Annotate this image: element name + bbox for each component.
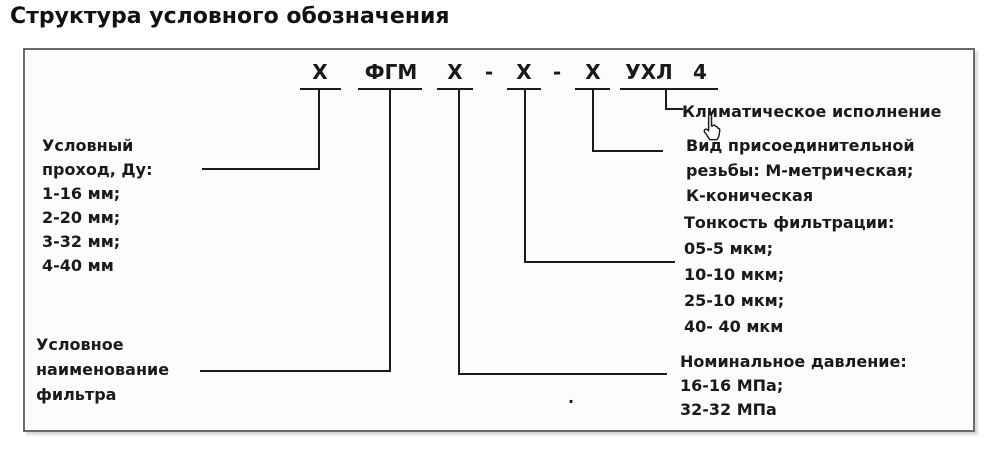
- label-line: 32-32 МПа: [680, 400, 777, 419]
- connector-h-pressure: [458, 373, 667, 375]
- label-line: 16-16 МПа;: [680, 376, 784, 395]
- label-line: наименование: [36, 360, 170, 379]
- label-line: Вид присоединительной: [686, 136, 915, 155]
- hand-pointer-cursor-icon: [700, 113, 723, 141]
- connector-h-filter: [200, 370, 391, 372]
- label-thread-type: Вид присоединительной резьбы: М-метричес…: [686, 133, 915, 208]
- connector-v-fineness: [524, 88, 526, 263]
- label-conditional-pass: Условный проход, Ду: 1-16 мм; 2-20 мм; 3…: [42, 134, 152, 278]
- connector-v-climate: [665, 88, 667, 110]
- label-line: проход, Ду:: [42, 160, 153, 179]
- formula-dash-1: -: [484, 60, 494, 84]
- label-line: 25-10 мкм;: [684, 291, 785, 310]
- formula-token-du: Х: [312, 60, 328, 84]
- formula-token-uhl: УХЛ: [625, 60, 673, 84]
- formula-token-thread: Х: [585, 60, 601, 84]
- label-filtration-fineness: Тонкость фильтрации: 05-5 мкм; 10-10 мкм…: [684, 210, 894, 340]
- label-line: 1-16 мм;: [42, 184, 121, 203]
- label-line: 40- 40 мкм: [684, 317, 784, 336]
- connector-v-thread: [592, 88, 594, 152]
- connector-v-du: [318, 88, 320, 170]
- label-line: фильтра: [36, 385, 117, 404]
- formula-token-fineness: Х: [516, 60, 532, 84]
- label-filter-name: Условное наименование фильтра: [36, 332, 169, 407]
- label-line: 4-40 мм: [42, 256, 114, 275]
- label-line: 3-32 мм;: [42, 232, 121, 251]
- designation-structure-diagram: [23, 48, 975, 432]
- connector-v-pressure: [458, 88, 460, 375]
- formula-dash-2: -: [552, 60, 562, 84]
- stray-dot: .: [568, 388, 575, 407]
- label-line: Номинальное давление:: [680, 352, 907, 371]
- label-line: Климатическое исполнение: [682, 102, 942, 121]
- label-line: резьбы: М-метрическая;: [686, 161, 914, 180]
- underline-uhl4: [620, 88, 718, 90]
- connector-h-du: [202, 168, 320, 170]
- label-line: К-коническая: [686, 186, 814, 205]
- label-climate-version: Климатическое исполнение: [682, 102, 941, 122]
- underline-du: [300, 88, 341, 90]
- label-nominal-pressure: Номинальное давление: 16-16 МПа; 32-32 М…: [680, 350, 907, 422]
- label-line: 05-5 мкм;: [684, 239, 774, 258]
- formula-token-4: 4: [693, 60, 707, 84]
- connector-v-filter: [389, 88, 391, 372]
- connector-h-climate: [665, 108, 683, 110]
- page-title: Структура условного обозначения: [10, 4, 450, 29]
- label-line: 10-10 мкм;: [684, 265, 785, 284]
- formula-token-fgm: ФГМ: [364, 60, 418, 84]
- connector-h-thread: [592, 150, 663, 152]
- label-line: 2-20 мм;: [42, 208, 121, 227]
- formula-token-pressure: Х: [447, 60, 463, 84]
- connector-h-fineness: [524, 261, 675, 263]
- label-line: Тонкость фильтрации:: [684, 213, 895, 232]
- label-line: Условный: [42, 136, 134, 155]
- label-line: Условное: [36, 335, 124, 354]
- underline-pressure: [437, 88, 473, 90]
